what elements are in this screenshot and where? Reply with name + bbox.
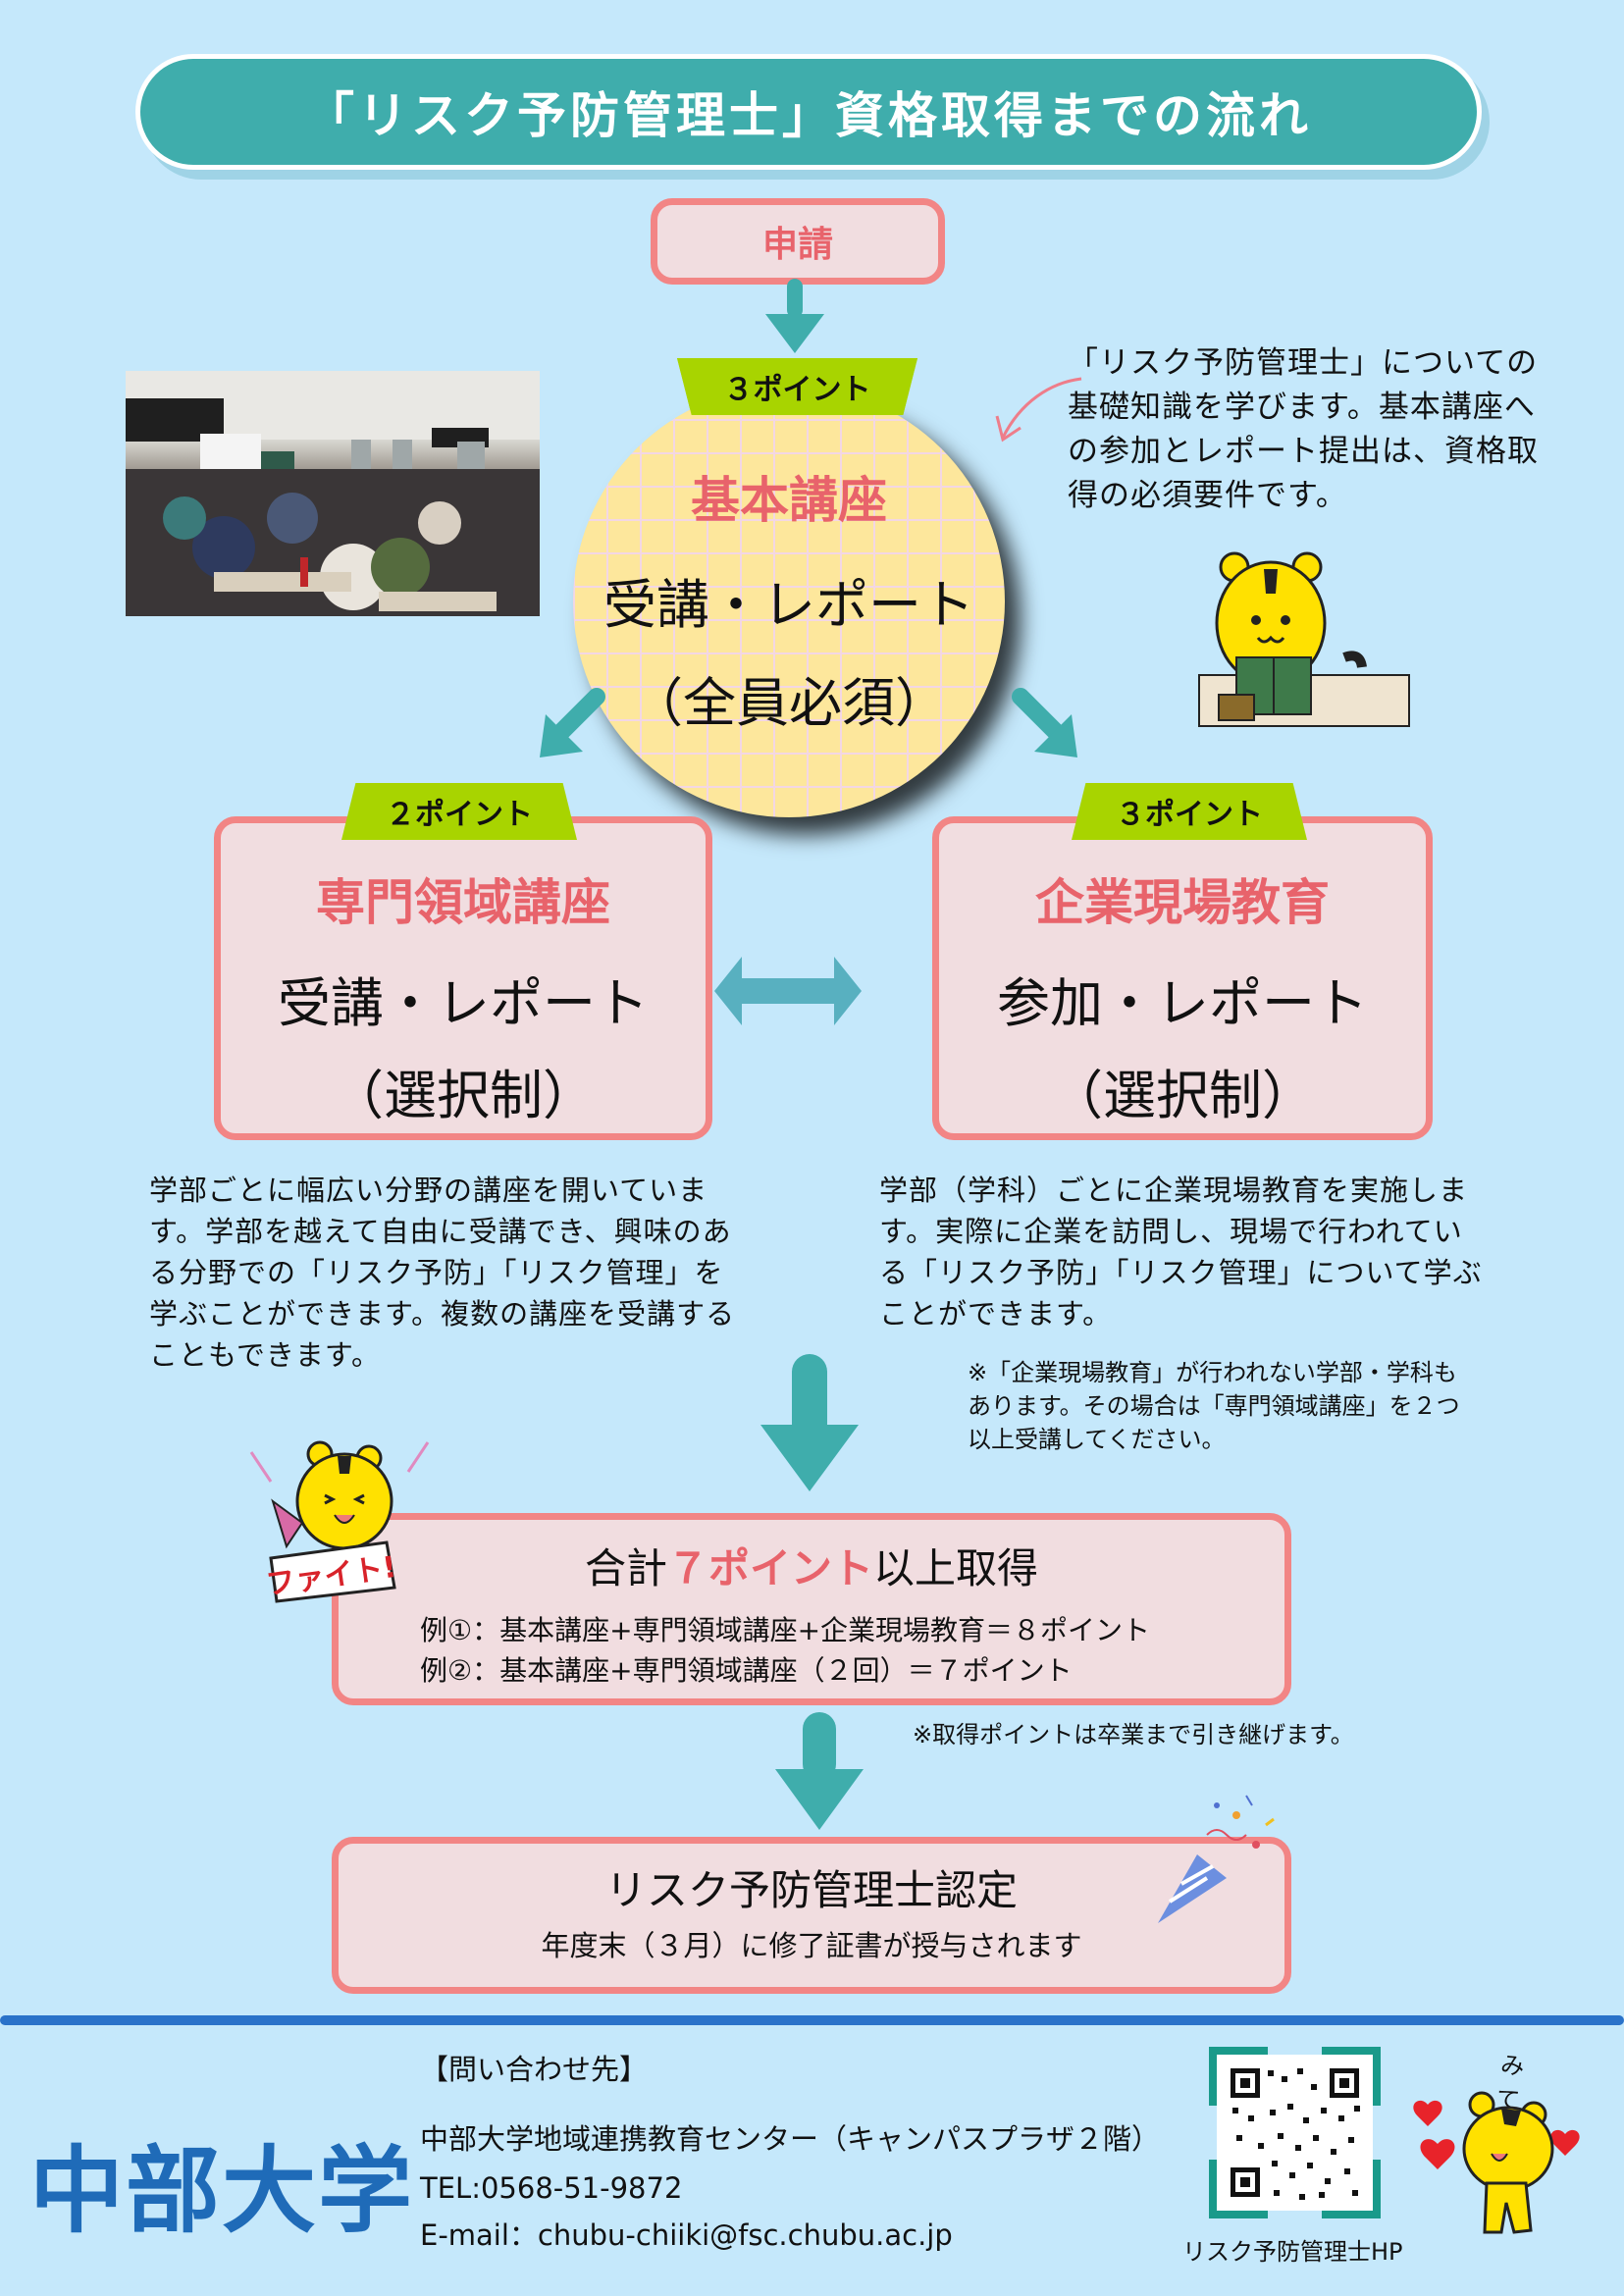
total-example-2: 例②：基本講座+専門領域講座（２回）＝７ポイント bbox=[420, 1654, 1073, 1687]
specialized-description-line: 学部ごとに幅広い分野の講座を開いていま bbox=[149, 1174, 708, 1207]
onsite-description-line: ことができます。 bbox=[879, 1297, 1113, 1331]
basic-description-line: の参加とレポート提出は、資格取 bbox=[1068, 434, 1539, 469]
basic-points-text: ３ポイント bbox=[723, 373, 871, 407]
arrow-down-icon bbox=[760, 1354, 859, 1495]
basic-course-title: 基本講座 bbox=[691, 472, 887, 529]
arrow-down-right-icon bbox=[1009, 687, 1087, 769]
pointer-curve-icon bbox=[991, 373, 1089, 455]
qr-code[interactable] bbox=[1209, 2047, 1381, 2218]
certification-title: リスク予防管理士認定 bbox=[604, 1866, 1018, 1914]
basic-course-circle bbox=[573, 386, 1005, 817]
basic-description-line: 基礎知識を学びます。基本講座へ bbox=[1068, 390, 1536, 425]
contact-organization: 中部大学地域連携教育センター（キャンパスプラザ２階） bbox=[420, 2122, 1161, 2156]
arrow-down-icon bbox=[775, 1712, 864, 1834]
onsite-note-line: あります。その場合は「専門領域講座」を２つ bbox=[968, 1392, 1460, 1420]
onsite-description-line: す。実際に企業を訪問し、現場で行われてい bbox=[879, 1215, 1463, 1248]
specialized-description-line: 学ぶことができます。複数の講座を受講する bbox=[149, 1297, 736, 1331]
double-arrow-icon bbox=[714, 957, 862, 1029]
onsite-description-line: る「リスク予防」「リスク管理」について学ぶ bbox=[879, 1256, 1483, 1289]
basic-description: 「リスク予防管理士」についての 基礎知識を学びます。基本講座へ の参加とレポート… bbox=[1068, 341, 1598, 518]
arrow-down-left-icon bbox=[530, 687, 608, 769]
apply-step: 申請 bbox=[651, 198, 945, 285]
onsite-education-activity: 参加・レポート bbox=[997, 972, 1368, 1034]
onsite-description: 学部（学科）ごとに企業現場教育を実施しま す。実際に企業を訪問し、現場で行われて… bbox=[879, 1170, 1507, 1334]
specialized-points-badge: ２ポイント bbox=[341, 783, 577, 840]
page-title: 「リスク予防管理士」資格取得までの流れ bbox=[135, 54, 1482, 170]
contact-email[interactable]: E-mail：chubu-chiiki@fsc.chubu.ac.jp bbox=[420, 2218, 953, 2252]
specialized-description-line: こともできます。 bbox=[149, 1338, 381, 1372]
onsite-points-badge: ３ポイント bbox=[1072, 783, 1307, 840]
certification-box bbox=[332, 1837, 1291, 1994]
basic-description-line: 「リスク予防管理士」についての bbox=[1068, 345, 1539, 381]
onsite-education-title: 企業現場教育 bbox=[1035, 874, 1330, 931]
studying-tiger-mascot-icon bbox=[1197, 549, 1413, 735]
total-prefix: 合計 bbox=[584, 1544, 667, 1592]
basic-course-requirement: （全員必須） bbox=[630, 672, 948, 734]
specialized-course-type: （選択制） bbox=[331, 1065, 596, 1126]
footer-divider bbox=[0, 2015, 1624, 2025]
cheering-tiger-mascot-icon: ファイト! bbox=[241, 1433, 438, 1613]
onsite-note-line: ※「企業現場教育」が行われない学部・学科も bbox=[968, 1359, 1457, 1386]
total-points-heading: 合計７ポイント以上取得 bbox=[332, 1536, 1291, 1595]
onsite-note: ※「企業現場教育」が行われない学部・学科も あります。その場合は「専門領域講座」… bbox=[968, 1356, 1517, 1456]
onsite-education-type: （選択制） bbox=[1050, 1065, 1315, 1126]
arrow-down-icon bbox=[765, 279, 824, 353]
contact-tel: TEL:0568-51-9872 bbox=[420, 2171, 683, 2205]
specialized-description-line: す。学部を越えて自由に受講でき、興味のあ bbox=[149, 1215, 732, 1248]
onsite-note-line: 以上受講してください。 bbox=[968, 1426, 1226, 1453]
university-logo: 中部大学 bbox=[29, 2136, 414, 2246]
basic-points-badge-overlay: ３ポイント bbox=[677, 358, 917, 415]
specialized-description-line: る分野での「リスク予防」「リスク管理」を bbox=[149, 1256, 724, 1289]
specialized-course-title: 専門領域講座 bbox=[316, 874, 610, 931]
total-points-box bbox=[332, 1513, 1291, 1705]
apply-label: 申請 bbox=[761, 225, 833, 265]
total-example-1: 例①：基本講座+専門領域講座+企業現場教育＝８ポイント bbox=[420, 1614, 1151, 1646]
certification-subtitle: 年度末（３月）に修了証書が授与されます bbox=[541, 1929, 1082, 1962]
specialized-course-box bbox=[214, 816, 712, 1140]
contact-heading: 【問い合わせ先】 bbox=[420, 2053, 649, 2086]
qr-label: リスク予防管理士HP bbox=[1182, 2238, 1403, 2266]
party-popper-icon bbox=[1148, 1776, 1295, 1937]
total-suffix: 以上取得 bbox=[873, 1544, 1039, 1592]
specialized-description: 学部ごとに幅広い分野の講座を開いていま す。学部を越えて自由に受講でき、興味のあ… bbox=[149, 1170, 777, 1376]
basic-course-activity: 受講・レポート bbox=[603, 574, 974, 636]
total-highlight: ７ポイント bbox=[666, 1544, 873, 1592]
onsite-description-line: 学部（学科）ごとに企業現場教育を実施しま bbox=[879, 1174, 1469, 1207]
basic-description-line: 得の必須要件です。 bbox=[1068, 478, 1347, 513]
onsite-education-box bbox=[932, 816, 1433, 1140]
specialized-points-label: ２ポイント bbox=[386, 798, 533, 832]
lecture-hall-photo bbox=[126, 371, 540, 616]
total-note: ※取得ポイントは卒業まで引き継げます。 bbox=[913, 1721, 1354, 1748]
onsite-points-label: ３ポイント bbox=[1116, 798, 1263, 832]
specialized-course-activity: 受講・レポート bbox=[278, 972, 649, 1034]
